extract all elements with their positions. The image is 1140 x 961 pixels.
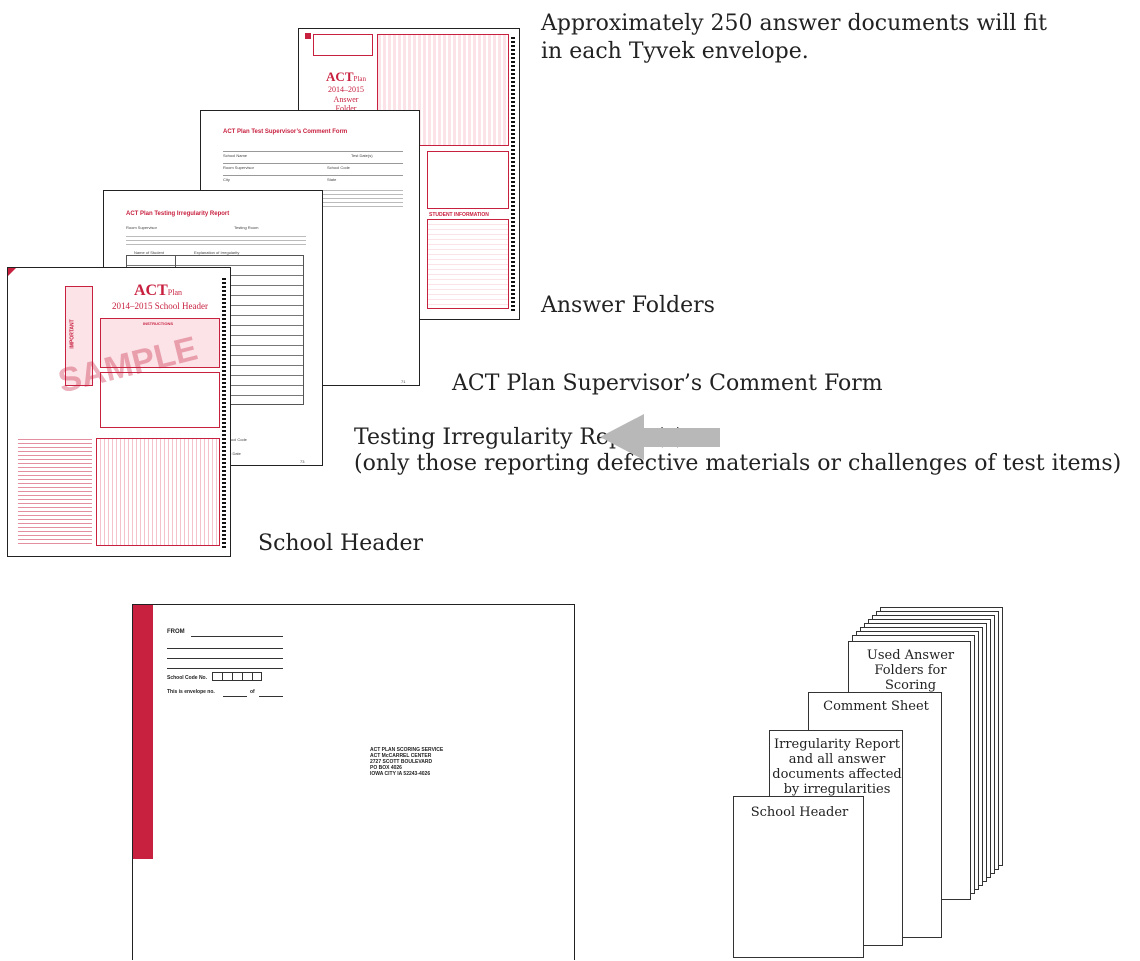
capacity-note-line2: in each Tyvek envelope. [541, 39, 809, 64]
address-line1: ACT PLAN SCORING SERVICE [370, 747, 444, 753]
school-code-label: School Code No. [167, 675, 207, 681]
envelope-of-label: of [250, 689, 255, 695]
field-city: City [223, 177, 230, 182]
school-header-page: School Header [733, 796, 864, 958]
timing-marks [511, 37, 515, 313]
left-instructions-text [18, 436, 92, 546]
header-title: 2014–2015 School Header [112, 301, 208, 311]
header-brand-logo: ACTPlan [133, 282, 182, 299]
col-explanation: Explanation of Irregularity [194, 250, 240, 255]
field-room-supervisor: Room Supervisor [223, 165, 254, 170]
field-state: State [327, 177, 337, 182]
field-school-code: School Code [224, 437, 247, 442]
address-line4: PO BOX 4026 [370, 765, 402, 771]
capacity-note-line1: Approximately 250 answer documents will … [541, 11, 1047, 36]
vertical-sidebar-note: IMPORTANT [65, 286, 93, 386]
rule [223, 175, 403, 176]
instructions-box: INSTRUCTIONS [100, 318, 220, 368]
from-line [167, 668, 283, 669]
col-student: Name of Student [134, 250, 165, 255]
sidebar-note-text: IMPORTANT [69, 319, 76, 349]
address-line3: 2727 SCOTT BOULEVARD [370, 759, 433, 765]
field-test-dates: Test Date(s) [351, 153, 373, 158]
instruction-paragraph [126, 233, 306, 247]
address-line2: ACT McCARREL CENTER [370, 753, 432, 759]
folder-title-line1: Answer [333, 95, 359, 104]
used-folders-label-line2: Folders for [874, 663, 947, 678]
corner-mark [8, 268, 16, 276]
comment-form-title: ACT Plan Test Supervisor’s Comment Form [223, 129, 348, 135]
rule [223, 151, 403, 152]
envelope-number-label: This is envelope no. [167, 689, 215, 695]
rule [223, 163, 403, 164]
page-number: 71 [401, 379, 406, 384]
from-label: FROM [167, 629, 185, 635]
school-header-label: School Header [750, 805, 849, 820]
folder-year: 2014–2015 [328, 85, 364, 94]
from-line [167, 648, 283, 649]
field-school-code: School Code [327, 165, 350, 170]
timing-marks [222, 278, 226, 548]
address-line5: IOWA CITY IA 52243-4026 [370, 771, 431, 777]
school-info-box [100, 372, 220, 428]
demographics-box [427, 151, 509, 209]
irregularity-label-line3: documents affected [772, 767, 902, 782]
envelope-red-stripe [133, 605, 153, 859]
page-number: 73 [300, 459, 305, 464]
tyvek-envelope: FROM School Code No. This is envelope no… [132, 604, 575, 960]
comment-form-caption: ACT Plan Supervisor’s Comment Form [452, 371, 883, 396]
from-line [167, 658, 283, 659]
irregularity-title: ACT Plan Testing Irregularity Report [126, 211, 230, 217]
student-info-grid [427, 219, 509, 309]
irregularity-label-line1: Irregularity Report [773, 737, 900, 752]
from-line [191, 636, 283, 637]
field-testing-room: Testing Room [234, 225, 259, 230]
envelope-total-line [259, 696, 283, 697]
field-school-name: School Name [223, 153, 248, 158]
field-test-date: Test Date [224, 451, 241, 456]
insert-arrow [600, 414, 720, 460]
used-folders-label-line1: Used Answer [866, 648, 955, 663]
bubble-grid-area [96, 438, 220, 546]
folder-title-line2: Folder [335, 104, 357, 113]
school-header-document: IMPORTANT ACTPlan 2014–2015 School Heade… [7, 267, 231, 557]
field-room-supervisor: Room Supervisor [126, 225, 157, 230]
school-code-boxes [212, 672, 262, 681]
irregularity-label-line2: and all answer [788, 752, 886, 767]
irregularity-label-line4: by irregularities [783, 782, 891, 797]
brand-logo: ACTPlan [326, 69, 366, 84]
student-info-heading: STUDENT INFORMATION [429, 212, 489, 218]
answer-folders-caption: Answer Folders [541, 293, 715, 318]
school-header-caption: School Header [258, 531, 424, 556]
used-folders-label-line3: Scoring [884, 678, 937, 693]
irregularity-caption-line2: (only those reporting defective material… [354, 451, 1122, 476]
comment-sheet-label: Comment Sheet [823, 699, 929, 714]
corner-mark [305, 33, 311, 39]
answer-folder-header-box [313, 34, 373, 56]
instructions-title: INSTRUCTIONS [143, 321, 173, 326]
envelope-number-line [223, 696, 247, 697]
